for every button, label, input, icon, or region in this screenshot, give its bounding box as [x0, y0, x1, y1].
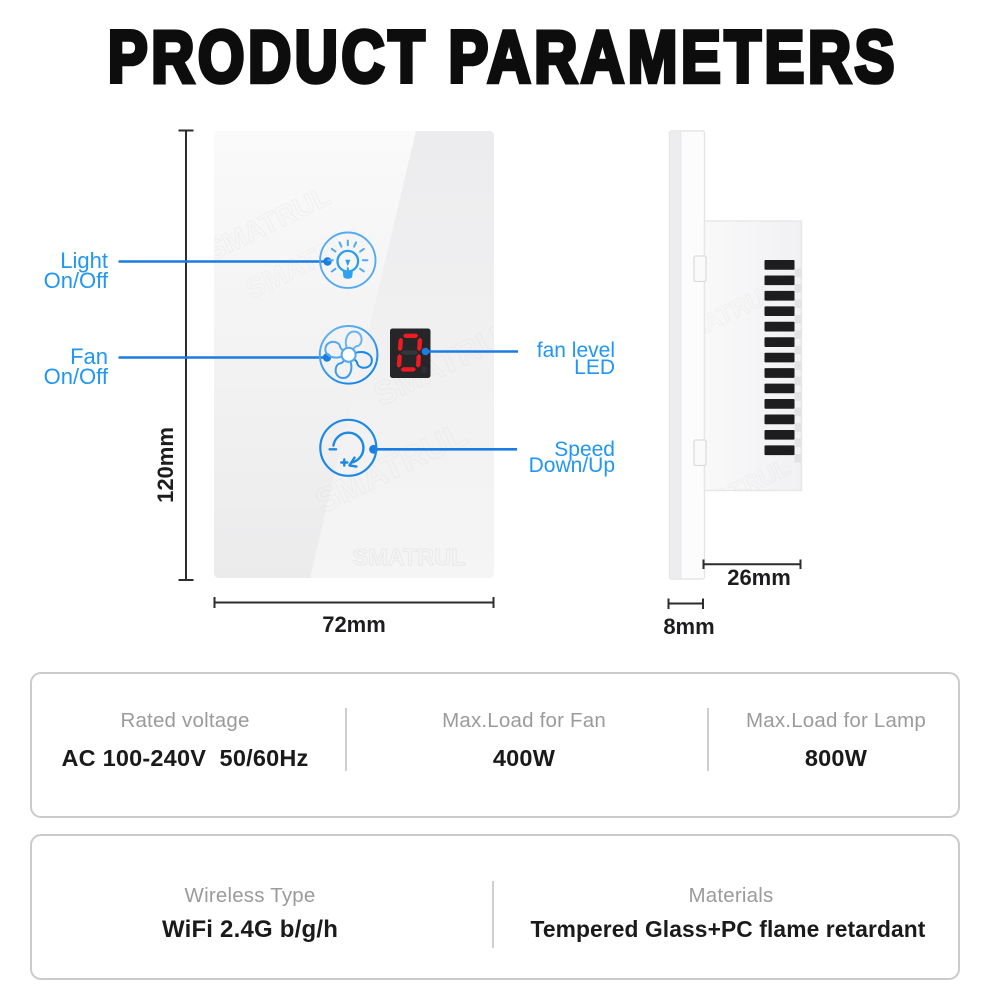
svg-text:SMATRUL: SMATRUL: [352, 544, 465, 570]
